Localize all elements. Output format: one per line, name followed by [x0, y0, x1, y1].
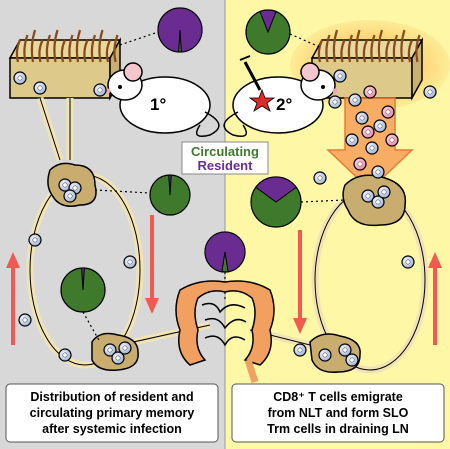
right-caption-line-2: from NLT and form SLO	[268, 406, 409, 420]
hair	[15, 39, 22, 63]
hair	[60, 39, 67, 63]
legend: Circulating Resident	[181, 141, 269, 175]
hair	[83, 39, 89, 63]
secondary-mouse-label: 2°	[276, 95, 292, 114]
hair	[355, 29, 361, 63]
right-node-pie	[250, 176, 302, 228]
hair	[370, 34, 376, 63]
hair	[75, 29, 82, 63]
hair	[38, 39, 44, 63]
hair	[68, 34, 74, 63]
right-pie-connectors	[289, 33, 346, 203]
left-caption-line-1: Distribution of resident and	[30, 390, 193, 404]
left-pie-connectors	[82, 31, 159, 343]
hair	[385, 39, 391, 63]
hair	[392, 34, 399, 63]
left-skin-hairs	[15, 29, 119, 63]
left-upper-node-pie	[149, 174, 191, 216]
legend-resident: Resident	[198, 158, 254, 173]
hair	[53, 29, 59, 63]
hair	[90, 34, 97, 63]
hair	[340, 39, 346, 63]
hair	[45, 34, 52, 63]
hair	[347, 34, 354, 63]
left-caption-box: Distribution of resident and circulating…	[5, 383, 219, 443]
hair	[113, 34, 119, 63]
injection-site-star-icon	[248, 88, 276, 112]
resident-slice	[255, 176, 297, 203]
right-caption-line-3: Trm cells in draining LN	[267, 422, 409, 436]
left-caption-line-2: circulating primary memory	[30, 406, 195, 420]
hair	[362, 39, 369, 63]
hair	[415, 34, 421, 63]
hair	[105, 39, 112, 63]
hair	[377, 29, 384, 63]
right-caption-box: CD8⁺ T cells emigrate from NLT and form …	[231, 383, 445, 443]
hair	[30, 29, 37, 63]
intestine	[175, 280, 275, 384]
hair	[407, 39, 414, 63]
resident-slice	[157, 7, 203, 53]
right-skin-hairs	[317, 29, 421, 63]
hair	[317, 39, 324, 63]
legend-circulating: Circulating	[191, 144, 259, 159]
syringe-icon	[239, 55, 262, 91]
resident-slice	[204, 231, 246, 273]
hair	[325, 34, 331, 63]
hair	[400, 29, 406, 63]
secondary-challenged-mouse	[223, 62, 338, 137]
right-circulation-arrows	[293, 230, 442, 345]
primary-mouse-label: 1°	[150, 95, 166, 114]
resident-slice	[81, 267, 85, 291]
primary-infected-mouse	[105, 62, 220, 137]
left-skin-pie	[157, 7, 203, 53]
resident-slice	[168, 174, 172, 196]
right-caption-line-1: CD8⁺ T cells emigrate	[273, 390, 403, 404]
left-circulation-arrows	[6, 215, 159, 345]
resident-slice	[259, 9, 277, 34]
hair	[98, 29, 104, 63]
left-memory-t-cells	[13, 71, 137, 365]
right-skin-pie	[245, 9, 291, 55]
right-memory-t-cells	[293, 69, 437, 367]
left-caption-line-3: after systemic infection	[42, 422, 182, 436]
hair	[23, 34, 29, 63]
gut-pie	[204, 231, 246, 273]
hair	[332, 29, 339, 63]
left-lower-node-pie	[60, 267, 106, 313]
